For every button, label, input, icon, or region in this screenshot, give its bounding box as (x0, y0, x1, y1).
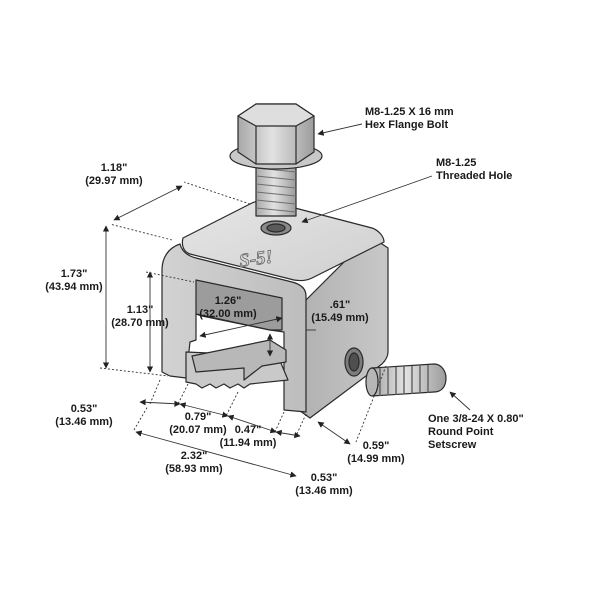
dim-gap-in: 0.79" (184, 411, 212, 423)
setscrew-callout-line3: Setscrew (428, 439, 477, 451)
hex-flange-bolt (229, 103, 323, 217)
dim-slot-height: .61" (15.49 mm) (300, 299, 380, 325)
hole-callout-line2: Threaded Hole (436, 170, 513, 182)
dim-inner-height: 1.13" (28.70 mm) (100, 304, 180, 330)
dim-slot-height-in: .61" (329, 299, 351, 311)
dim-depth-mm: (29.97 mm) (85, 175, 143, 187)
dim-gap: 0.79" (20.07 mm) (158, 411, 238, 437)
bolt-callout-line2: Hex Flange Bolt (365, 119, 449, 131)
dim-slot-width: 1.26" (32.00 mm) (190, 295, 266, 321)
dim-total-mm: (58.93 mm) (165, 463, 223, 475)
setscrew-leader (449, 391, 471, 411)
dim-right-leg-in: 0.53" (310, 472, 338, 484)
dim-total-in: 2.32" (180, 450, 208, 462)
dim-inner-height-mm: (28.70 mm) (111, 317, 169, 329)
dim-depth-in: 1.18" (100, 162, 128, 174)
dim-height: 1.73" (43.94 mm) (34, 268, 114, 294)
bolt-callout-line1: M8-1.25 X 16 mm (365, 106, 454, 118)
bolt-leader (317, 123, 363, 136)
dim-slot-width-mm: (32.00 mm) (199, 308, 257, 320)
setscrew-callout-line2: Round Point (428, 426, 494, 438)
dim-slot-width-in: 1.26" (214, 295, 242, 307)
dim-jaw-mm: (11.94 mm) (219, 437, 277, 449)
dim-side-in: 0.59" (362, 440, 390, 452)
clamp-body (161, 200, 389, 419)
dim-depth: 1.18" (29.97 mm) (74, 162, 154, 188)
dim-gap-mm: (20.07 mm) (169, 424, 227, 436)
dim-right-leg-mm: (13.46 mm) (295, 485, 353, 497)
hole-callout: M8-1.25 Threaded Hole (436, 157, 512, 183)
dim-height-in: 1.73" (60, 268, 88, 280)
dim-left-leg-mm: (13.46 mm) (55, 416, 113, 428)
brand-mark: S-5! (238, 246, 274, 271)
dim-total: 2.32" (58.93 mm) (154, 450, 234, 476)
dimension-lines (99, 123, 471, 478)
dim-slot-height-mm: (15.49 mm) (311, 312, 369, 324)
dim-jaw: 0.47" (11.94 mm) (208, 424, 288, 450)
dim-height-mm: (43.94 mm) (45, 281, 103, 293)
dim-left-leg: 0.53" (13.46 mm) (46, 403, 122, 429)
dim-left-leg-in: 0.53" (70, 403, 98, 415)
dim-inner-height-in: 1.13" (126, 304, 154, 316)
round-point-setscrew (365, 363, 447, 397)
hole-leader (301, 175, 433, 224)
dim-right-leg: 0.53" (13.46 mm) (284, 472, 364, 498)
bolt-callout: M8-1.25 X 16 mm Hex Flange Bolt (365, 106, 454, 132)
setscrew-callout: One 3/8-24 X 0.80" Round Point Setscrew (428, 413, 524, 452)
setscrew-callout-line1: One 3/8-24 X 0.80" (428, 413, 524, 425)
dim-side-mm: (14.99 mm) (347, 453, 405, 465)
dim-jaw-in: 0.47" (234, 424, 262, 436)
dim-side: 0.59" (14.99 mm) (336, 440, 416, 466)
hole-callout-line1: M8-1.25 (436, 157, 477, 169)
